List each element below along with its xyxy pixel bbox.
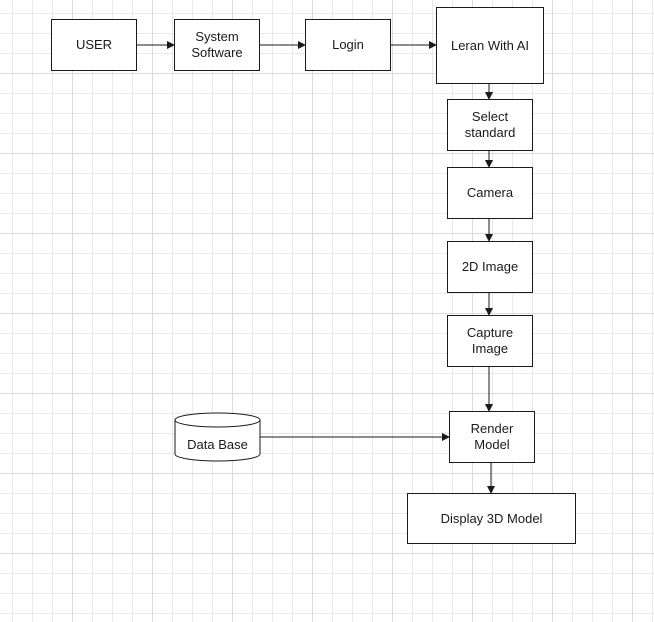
node-render-model-label: Render Model — [470, 421, 514, 452]
node-capture-image-label: Capture Image — [466, 325, 514, 356]
node-render-model: Render Model — [449, 411, 535, 463]
node-select-standard-label: Select standard — [464, 109, 516, 140]
node-system-software: System Software — [174, 19, 260, 71]
node-2d-image: 2D Image — [447, 241, 533, 293]
node-select-standard: Select standard — [447, 99, 533, 151]
node-user: USER — [51, 19, 137, 71]
node-display-3d-model-label: Display 3D Model — [440, 510, 543, 526]
node-2d-image-label: 2D Image — [461, 259, 519, 274]
node-login: Login — [305, 19, 391, 71]
node-login-label: Login — [332, 37, 364, 52]
node-database-label: Data Base — [187, 436, 248, 452]
node-camera-label: Camera — [466, 185, 514, 200]
node-system-software-label: System Software — [191, 29, 243, 60]
database-cylinder-shape — [174, 412, 261, 462]
node-user-label: USER — [75, 37, 113, 52]
node-learn-with-ai: Leran With AI — [436, 7, 544, 84]
node-learn-with-ai-label: Leran With AI — [450, 37, 530, 53]
node-camera: Camera — [447, 167, 533, 219]
node-capture-image: Capture Image — [447, 315, 533, 367]
node-display-3d-model: Display 3D Model — [407, 493, 576, 544]
